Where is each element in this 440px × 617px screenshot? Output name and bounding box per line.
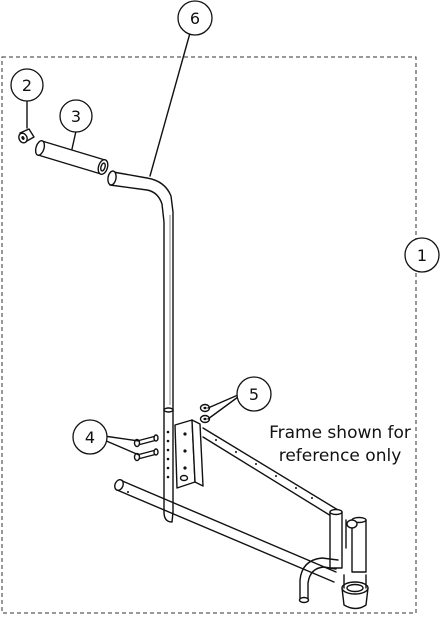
frame-bracket (174, 419, 204, 489)
callout-6: 6 (177, 0, 213, 36)
callout-6-label: 6 (190, 9, 200, 28)
callout-4: 4 (72, 419, 108, 455)
part-4-bolts (133, 434, 159, 462)
leader-lines (26, 32, 239, 456)
callout-4-label: 4 (85, 428, 95, 447)
frame-seat-rail (202, 427, 339, 520)
note-line-2: reference only (279, 446, 402, 466)
callout-2: 2 (10, 68, 44, 102)
assembly-boundary (1, 56, 417, 614)
callout-5: 5 (236, 376, 272, 412)
part-3-grip (34, 140, 109, 175)
callout-1: 1 (404, 237, 440, 273)
frame-side-post (163, 407, 174, 513)
part-2-cap (18, 128, 35, 144)
note-line-1: Frame shown for (269, 423, 411, 443)
callout-5-label: 5 (249, 385, 259, 404)
callout-2-label: 2 (22, 76, 32, 95)
callout-3-label: 3 (71, 107, 81, 126)
frame-lower-rail (114, 479, 337, 583)
part-6-back-post (107, 170, 174, 411)
callout-3: 3 (59, 99, 93, 133)
frame-front-assembly (298, 508, 369, 610)
callout-1-label: 1 (417, 246, 427, 265)
